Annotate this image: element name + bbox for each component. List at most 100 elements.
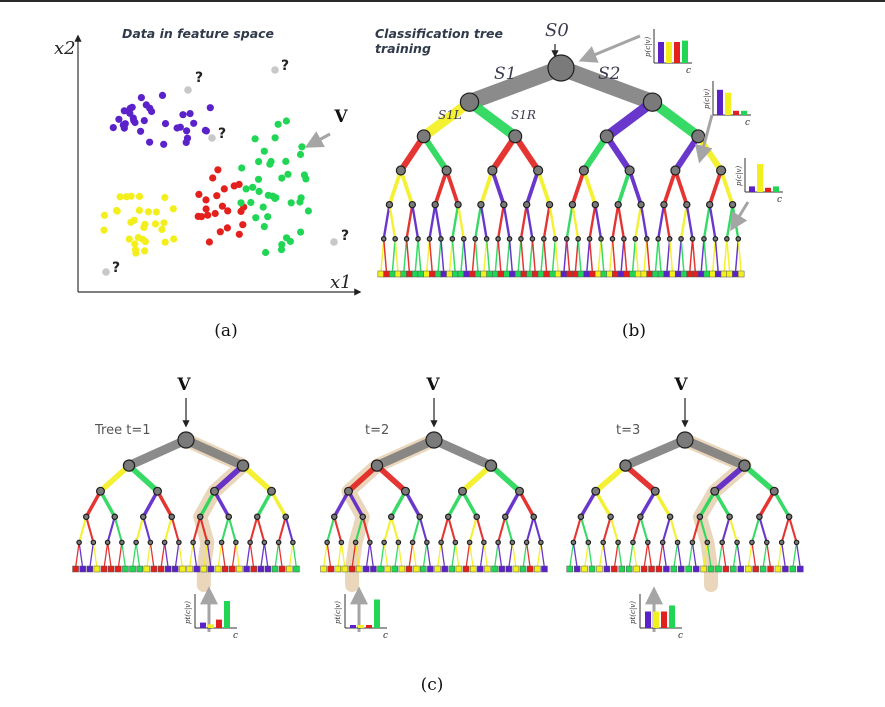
tree-edge	[680, 238, 685, 274]
split-node	[344, 486, 354, 496]
leaf-node	[448, 565, 456, 573]
split-node	[637, 200, 645, 209]
tree-edge	[658, 541, 664, 569]
split-node	[710, 486, 720, 496]
leaf-node	[589, 270, 596, 278]
y-axis-label: x2	[54, 38, 76, 59]
leaf-node	[537, 270, 545, 278]
data-point	[115, 115, 123, 123]
tree-edge	[394, 541, 400, 569]
histogram-bar	[717, 89, 723, 115]
split-node	[247, 539, 253, 546]
right-node-label: S2	[598, 64, 621, 84]
leaf-node	[519, 565, 527, 573]
tree-edge	[706, 541, 712, 569]
leaf-node	[588, 565, 596, 573]
tree-edge	[634, 203, 643, 241]
leaf-node	[573, 565, 581, 573]
posterior-histogram: pt(c|v)c	[184, 586, 238, 641]
tree-edge	[78, 541, 84, 569]
split-node	[426, 236, 433, 242]
split-node	[637, 513, 644, 521]
tree-edge	[414, 238, 419, 274]
unknown-point	[271, 66, 279, 74]
root-node	[676, 431, 694, 449]
split-node	[704, 539, 711, 546]
leaf-node	[503, 270, 510, 278]
tree-edge	[585, 238, 591, 274]
tree-edge	[389, 489, 408, 519]
leaf-node	[720, 270, 728, 278]
tree-edge	[408, 541, 414, 569]
split-node	[738, 459, 751, 472]
tree-edge	[240, 462, 275, 495]
tree-edge	[440, 515, 450, 544]
tree-edge	[446, 489, 465, 519]
data-point	[304, 207, 312, 215]
leaf-node	[446, 270, 453, 278]
posterior-histogram: pt(c|v)c	[629, 586, 683, 641]
tree-edge	[474, 238, 479, 274]
tree-edge	[525, 541, 531, 569]
data-point	[127, 218, 135, 226]
histogram-bar	[350, 625, 356, 628]
tree-edge	[142, 515, 152, 544]
leaf-node	[509, 270, 516, 278]
data-point	[214, 166, 222, 174]
tree-edge	[255, 489, 274, 519]
histogram-bar	[741, 110, 747, 115]
split-node	[660, 200, 668, 209]
tree-edge	[284, 515, 294, 544]
tree-edge	[124, 435, 191, 471]
leaf-node	[797, 565, 804, 573]
split-node	[538, 539, 544, 546]
data-point	[220, 185, 228, 193]
data-point	[158, 225, 166, 234]
tree-edge	[703, 238, 708, 274]
leaf-node	[640, 270, 648, 278]
leaf-node	[634, 270, 642, 278]
split-node	[705, 200, 714, 209]
split-node	[619, 459, 632, 472]
tree-edge	[398, 168, 415, 207]
data-point	[237, 199, 245, 207]
tree-edge	[792, 541, 798, 569]
tree-edge	[565, 238, 571, 274]
tree-edge	[382, 203, 391, 241]
data-point	[297, 194, 305, 202]
training-tree	[377, 44, 745, 278]
tree-edge	[113, 515, 123, 544]
tree-edge	[74, 541, 80, 569]
split-node	[514, 486, 524, 496]
data-point	[260, 147, 268, 155]
data-point	[132, 249, 140, 257]
tree-edge	[654, 238, 659, 274]
data-point	[224, 207, 232, 215]
data-point	[204, 211, 212, 219]
tree-edge	[402, 238, 408, 274]
tree-edge	[422, 541, 428, 569]
tree-edge	[502, 203, 511, 241]
tree-edge	[456, 203, 465, 241]
leaf-node	[278, 565, 286, 573]
split-node	[614, 200, 622, 209]
leaf-node	[692, 565, 700, 573]
split-node	[133, 539, 139, 546]
tree-edge	[245, 541, 251, 569]
data-point	[125, 235, 133, 243]
tree-edge	[602, 515, 612, 544]
leaf-node	[400, 270, 407, 278]
tree-edge	[736, 541, 742, 569]
tree-edge	[520, 238, 525, 274]
tree-edge	[643, 541, 649, 569]
leaf-node	[697, 270, 705, 278]
tree-edge	[474, 203, 483, 241]
split-node	[473, 513, 481, 521]
data-point	[238, 164, 246, 172]
data-point	[140, 117, 148, 125]
split-node	[460, 236, 467, 242]
histogram-axis-label: pt(c|v)	[334, 601, 342, 624]
split-node	[506, 236, 513, 242]
leaf-node	[107, 565, 115, 573]
tree-edge	[661, 515, 672, 544]
